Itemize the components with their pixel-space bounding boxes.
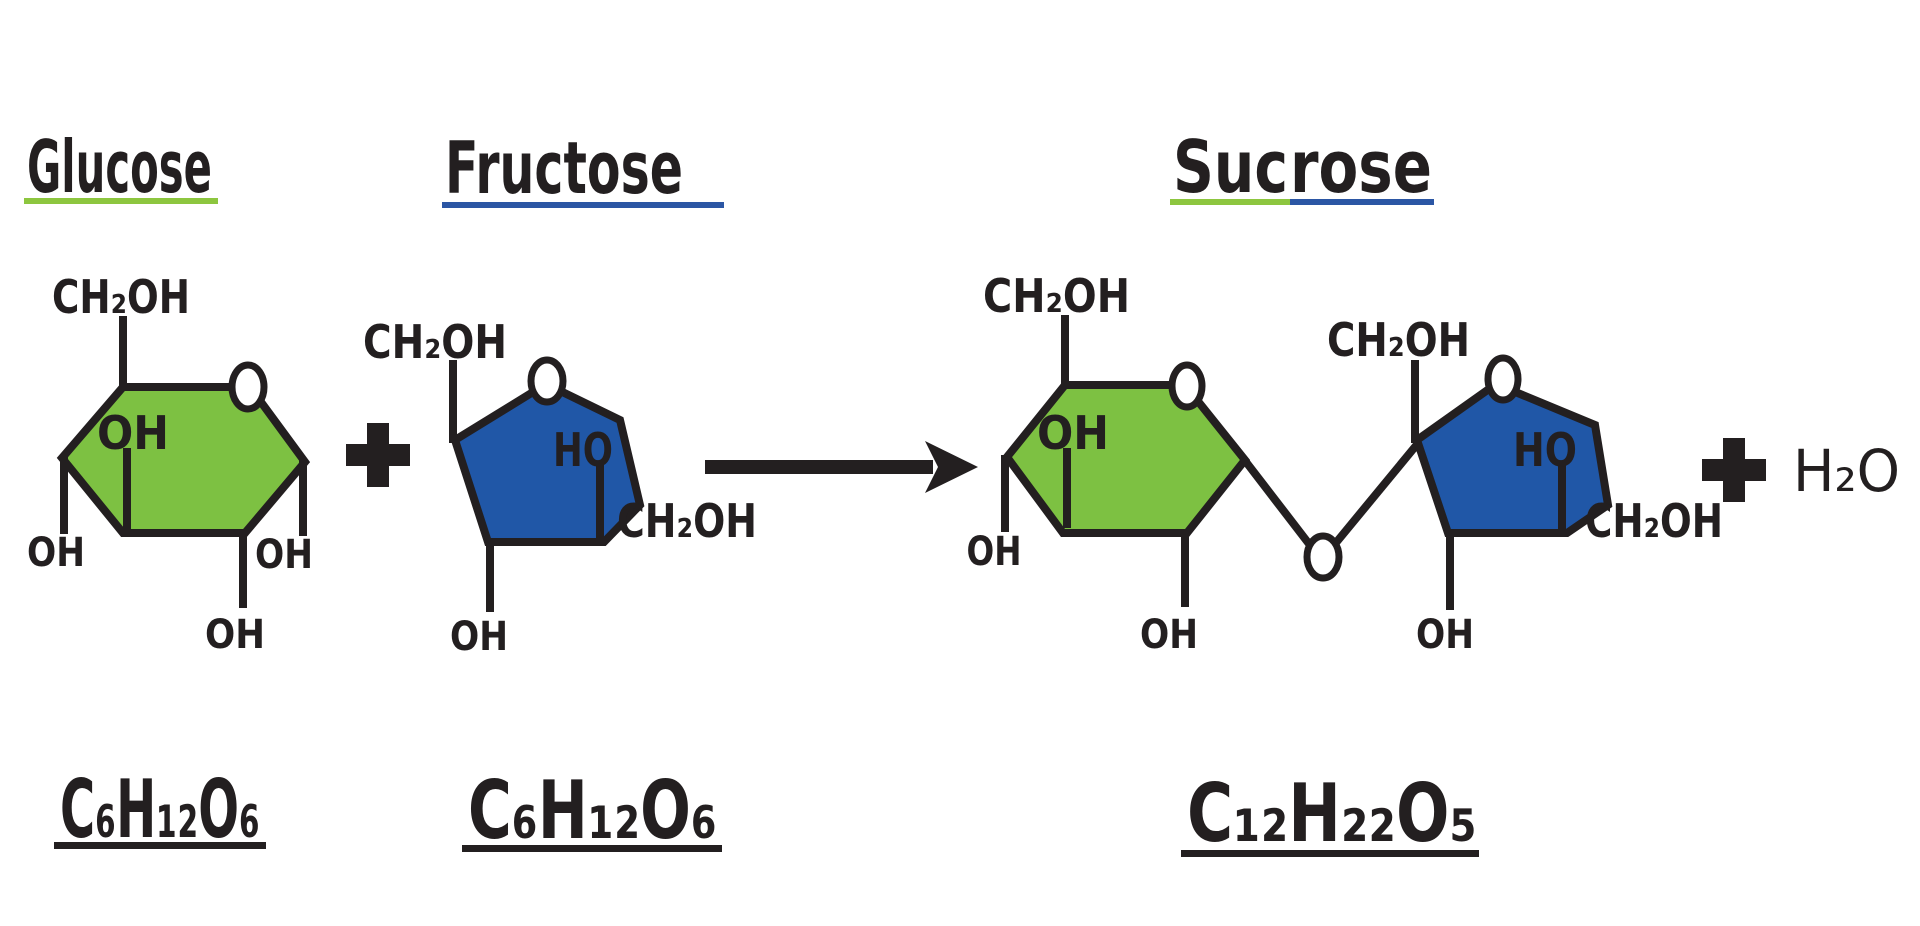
- sucrose-glucose-ring-oxygen-icon: [1168, 361, 1206, 411]
- plus-water-icon: [1702, 438, 1766, 502]
- sucrose-formula-underline: [1181, 850, 1479, 857]
- reaction-arrow-icon: [705, 441, 978, 493]
- fructose-bottom-oh-label: OH: [450, 614, 508, 660]
- glucose-title-text: Glucose: [27, 125, 212, 209]
- plus-water-horizontal-bar: [1702, 459, 1766, 481]
- sucrose-fructose-ch2oh-top-label: CH₂OH: [1327, 313, 1470, 367]
- arrow-shaft: [705, 460, 933, 474]
- sucrose-glucose-ch2oh-label: CH₂OH: [983, 269, 1130, 323]
- glucose-formula: C₆H₁₂O₆: [54, 763, 266, 856]
- glycosidic-oxygen-icon: [1303, 532, 1343, 582]
- glucose-ring-oxygen-icon: [228, 361, 268, 413]
- sucrose-glucose-left-oh-label: OH: [967, 529, 1022, 575]
- glucose-formula-text: C₆H₁₂O₆: [60, 763, 260, 856]
- fructose-formula: C₆H₁₂O₆: [462, 764, 722, 857]
- plus-icon: [346, 423, 410, 487]
- glucose-title: Glucose: [24, 125, 218, 209]
- glycosidic-bond-right: [1326, 439, 1423, 553]
- glucose-bottom-oh-label: OH: [205, 612, 265, 658]
- sucrose-title-underline-green: [1170, 199, 1290, 205]
- glucose-structure: CH₂OH OH OH OH OH: [27, 270, 313, 658]
- sucrose-title-underline-blue: [1290, 199, 1434, 205]
- fructose-ho-label: HO: [553, 423, 613, 477]
- fructose-structure: CH₂OH HO CH₂OH OH: [363, 315, 757, 660]
- sucrose-fructose-ch2oh-right-label: CH₂OH: [1585, 494, 1723, 548]
- sucrose-formula: C₁₂H₂₂O₅: [1181, 767, 1479, 860]
- glycosidic-bond-left: [1239, 455, 1320, 556]
- fructose-title-underline: [442, 202, 724, 208]
- sucrose-glucose-bottom-oh-label: OH: [1140, 612, 1198, 658]
- sucrose-title-part1: Suc: [1173, 125, 1288, 209]
- fructose-ring-oxygen-icon: [527, 356, 567, 406]
- sucrose-title: Suc rose: [1170, 125, 1434, 209]
- sucrose-formula-text: C₁₂H₂₂O₅: [1187, 767, 1477, 860]
- fructose-title: Fructose: [442, 126, 724, 210]
- plus-horizontal-bar: [346, 444, 410, 466]
- glucose-formula-underline: [54, 842, 266, 849]
- fructose-formula-text: C₆H₁₂O₆: [468, 764, 717, 857]
- glucose-inner-oh-label: OH: [97, 406, 169, 460]
- sucrose-fructose-ring-oxygen-icon: [1484, 354, 1522, 404]
- water-label: H₂O: [1793, 437, 1900, 505]
- fructose-ch2oh-right-label: CH₂OH: [617, 494, 757, 548]
- sucrose-title-part2: rose: [1290, 125, 1432, 209]
- glucose-left-oh-label: OH: [27, 530, 85, 576]
- sucrose-structure: CH₂OH OH OH OH CH₂OH HO CH₂OH OH: [967, 269, 1724, 658]
- fructose-ch2oh-top-label: CH₂OH: [363, 315, 507, 369]
- fructose-title-text: Fructose: [445, 126, 683, 210]
- sucrose-fructose-ho-label: HO: [1513, 423, 1577, 477]
- fructose-formula-underline: [462, 845, 722, 852]
- glucose-right-oh-label: OH: [255, 532, 313, 578]
- glucose-ch2oh-label: CH₂OH: [52, 270, 190, 324]
- arrow-head: [925, 441, 978, 493]
- glucose-title-underline: [24, 198, 218, 204]
- sucrose-glucose-inner-oh-label: OH: [1037, 406, 1109, 460]
- sucrose-fructose-bottom-oh-label: OH: [1416, 612, 1474, 658]
